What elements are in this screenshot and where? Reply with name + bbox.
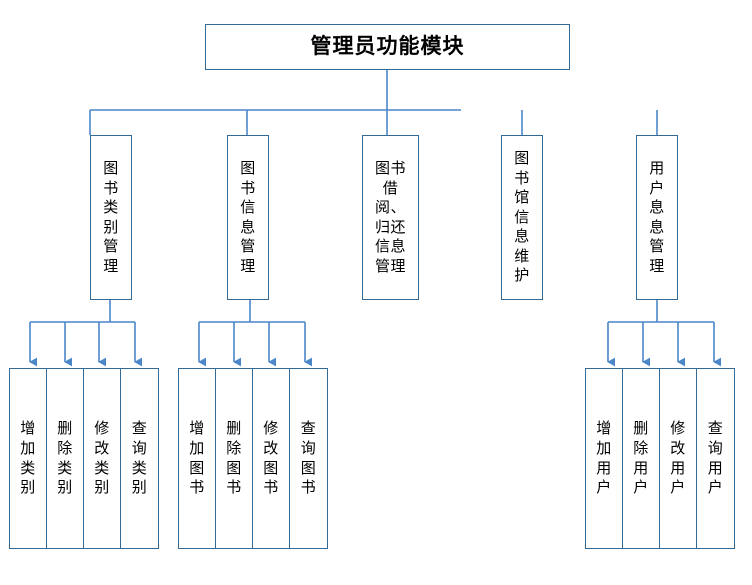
leaf-modify-book[interactable]: 修改图书 xyxy=(252,368,290,549)
leaf-query-user-label: 查询用户 xyxy=(707,418,724,497)
node-library-info-maint[interactable]: 图书馆信息维护 xyxy=(501,135,543,300)
leaf-delete-book[interactable]: 删除图书 xyxy=(215,368,253,549)
node-book-category-mgmt-label: 图书类别管理 xyxy=(103,159,119,275)
node-root[interactable]: 管理员功能模块 xyxy=(205,24,570,70)
leaf-modify-category[interactable]: 修改类别 xyxy=(83,368,121,549)
leaf-add-user[interactable]: 增加用户 xyxy=(585,368,623,549)
leaf-modify-book-label: 修改图书 xyxy=(263,418,279,497)
node-user-info-mgmt-label: 用户息息管理 xyxy=(649,159,665,275)
leaf-delete-user-label: 删除用户 xyxy=(633,418,649,497)
leaf-add-user-label: 增加用户 xyxy=(596,418,612,497)
node-user-info-mgmt[interactable]: 用户息息管理 xyxy=(636,135,678,300)
leaf-query-category-label: 查询类别 xyxy=(131,418,148,497)
leaf-add-book[interactable]: 增加图书 xyxy=(178,368,216,549)
leaf-modify-user[interactable]: 修改用户 xyxy=(659,368,697,549)
node-book-info-mgmt[interactable]: 图书信息管理 xyxy=(227,135,269,300)
leaf-delete-user[interactable]: 删除用户 xyxy=(622,368,660,549)
leaf-add-category-label: 增加类别 xyxy=(20,418,36,497)
node-book-category-mgmt[interactable]: 图书类别管理 xyxy=(90,135,132,300)
leaf-delete-category-label: 删除类别 xyxy=(57,418,73,497)
leaf-query-book[interactable]: 查询图书 xyxy=(289,368,328,549)
node-borrow-return-mgmt[interactable]: 图书借阅、归还信息管理 xyxy=(362,135,419,300)
node-root-label: 管理员功能模块 xyxy=(310,34,465,59)
leaf-delete-book-label: 删除图书 xyxy=(226,418,242,497)
leaf-delete-category[interactable]: 删除类别 xyxy=(46,368,84,549)
node-library-info-maint-label: 图书馆信息维护 xyxy=(514,149,530,285)
leaf-query-book-label: 查询图书 xyxy=(300,418,317,497)
leaf-query-user[interactable]: 查询用户 xyxy=(696,368,735,549)
leaf-add-category[interactable]: 增加类别 xyxy=(9,368,47,549)
leaf-modify-user-label: 修改用户 xyxy=(670,418,686,497)
leaf-add-book-label: 增加图书 xyxy=(189,418,205,497)
leaf-modify-category-label: 修改类别 xyxy=(94,418,110,497)
leaf-query-category[interactable]: 查询类别 xyxy=(120,368,159,549)
node-book-info-mgmt-label: 图书信息管理 xyxy=(240,159,256,275)
node-borrow-return-mgmt-label: 图书借阅、归还信息管理 xyxy=(374,159,406,275)
